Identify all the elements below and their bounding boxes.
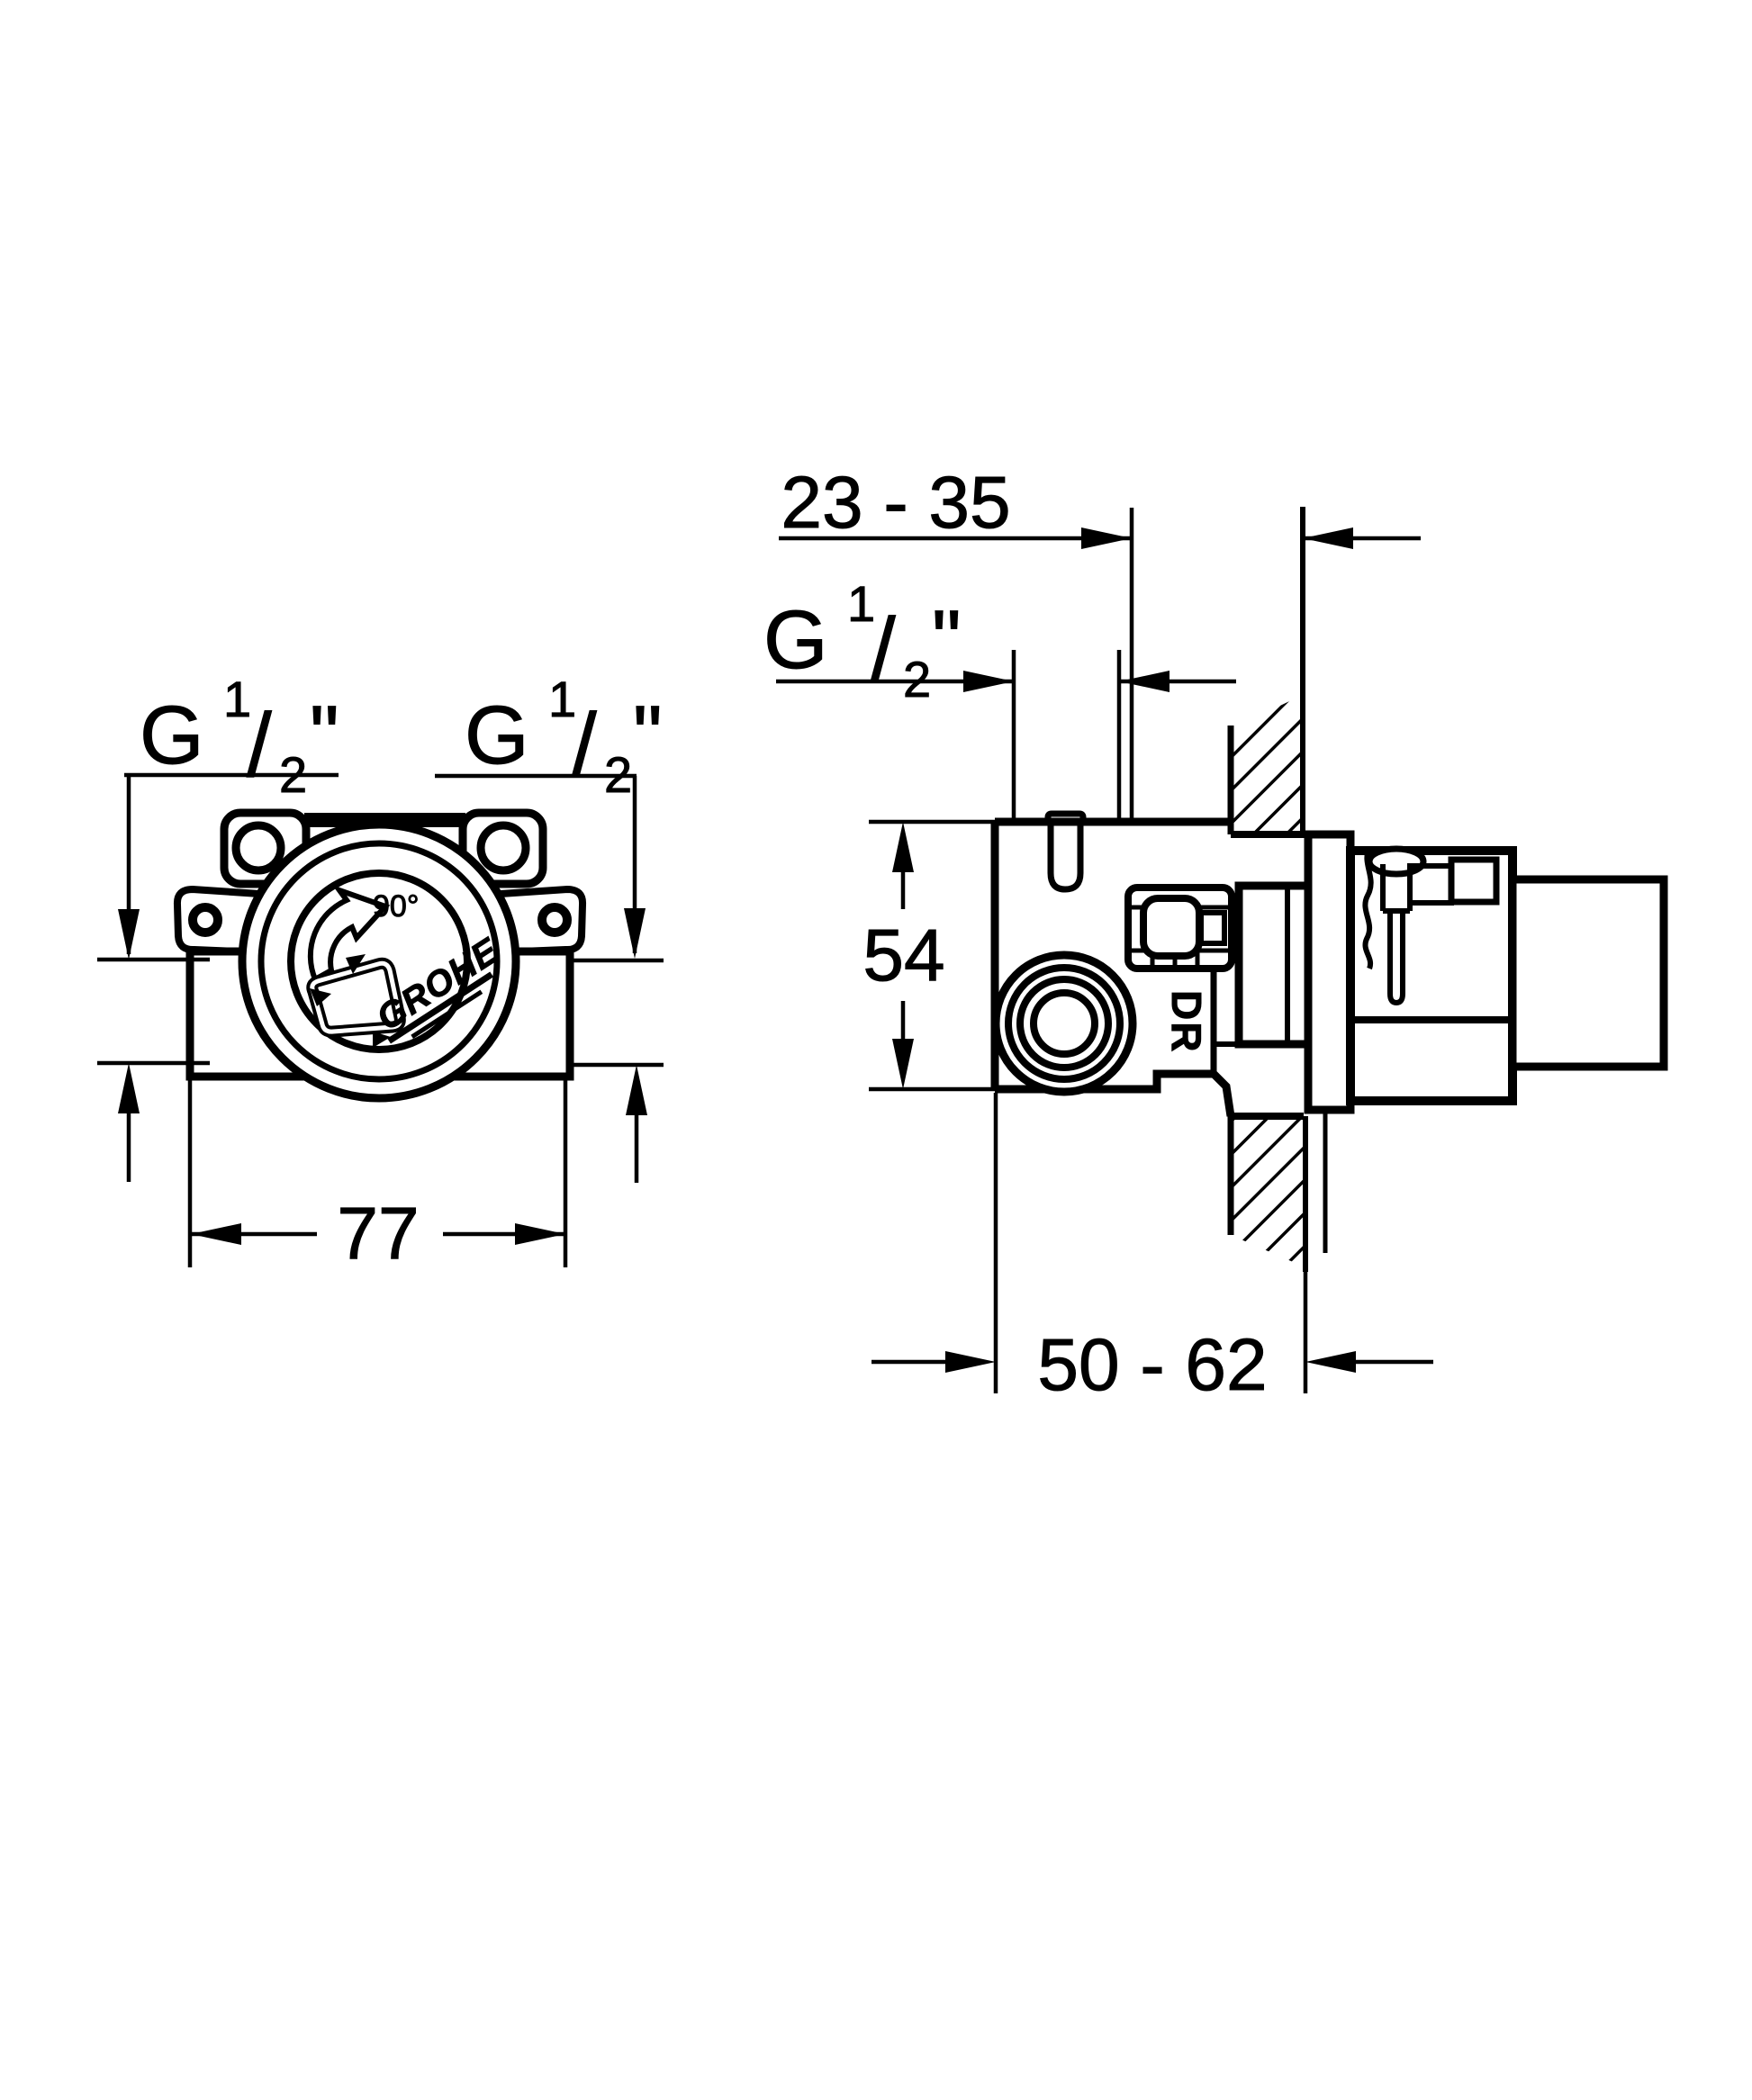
arrowhead-right-icon [963, 671, 1014, 692]
pipe-break-icon [1362, 845, 1500, 1006]
mounting-tab-hole-left-icon [231, 821, 285, 875]
arrowhead-up-icon [118, 1063, 140, 1113]
rotation-arrow-icon [307, 884, 391, 984]
side-body: DR [990, 810, 1313, 1117]
arrowhead-down-icon [118, 909, 140, 960]
front-dim-width [187, 1080, 568, 1267]
escutcheon-plate [1304, 830, 1355, 1114]
wall-hatch-lower [1227, 1110, 1328, 1272]
side-dim-height [869, 819, 995, 1092]
wall-range-dimension: 50 - 62 [1037, 1324, 1267, 1406]
arrowhead-right-icon [945, 1351, 996, 1373]
side-port-label: G 1 / 2 " [763, 575, 962, 708]
side-dim-port [776, 650, 1236, 819]
depth-range-dimension: 23 - 35 [781, 462, 1010, 544]
recycle-icon [306, 954, 406, 1048]
arrowhead-right-icon [1081, 527, 1132, 549]
arrowhead-right-icon [515, 1223, 565, 1245]
front-port-label-right: G 1 / 2 " [465, 671, 663, 803]
front-dim-right-port [435, 773, 664, 1183]
wall-hatch-upper [1227, 507, 1350, 838]
union-nut [1124, 884, 1235, 972]
side-dim-wall-range [871, 1093, 1433, 1393]
side-view: DR [763, 462, 1668, 1407]
height-dimension: 54 [862, 915, 944, 996]
arrowhead-down-icon [624, 908, 646, 959]
front-port-label-left: G 1 / 2 " [140, 671, 339, 803]
spindle-housing [1508, 875, 1668, 1071]
rotation-angle-label: 90° [373, 889, 419, 924]
valve-face: GROHE 90° [238, 820, 520, 1103]
front-dim-left-port [97, 772, 339, 1182]
body-bottom-edge [995, 1069, 1235, 1117]
arrowhead-down-icon [892, 1039, 914, 1089]
port-slot [1047, 822, 1084, 893]
arrowhead-left-icon [1305, 1351, 1356, 1373]
dr-marking: DR [1163, 990, 1210, 1053]
arrowhead-up-icon [892, 822, 914, 872]
arrowhead-up-icon [626, 1065, 647, 1115]
front-width-dimension: 77 [337, 1193, 419, 1275]
protruding-housing [1346, 846, 1517, 1105]
side-dim-depth-range [779, 508, 1421, 819]
mounting-ring [1234, 881, 1313, 1049]
mounting-tab-hole-right-icon [476, 821, 530, 875]
outlet-bore [1030, 989, 1098, 1058]
arrowhead-left-icon [191, 1223, 241, 1245]
front-view: GROHE 90° [97, 671, 664, 1275]
side-ear-hole-left-icon [188, 903, 222, 937]
side-ear-hole-right-icon [537, 903, 572, 937]
port-collar [1044, 810, 1087, 822]
